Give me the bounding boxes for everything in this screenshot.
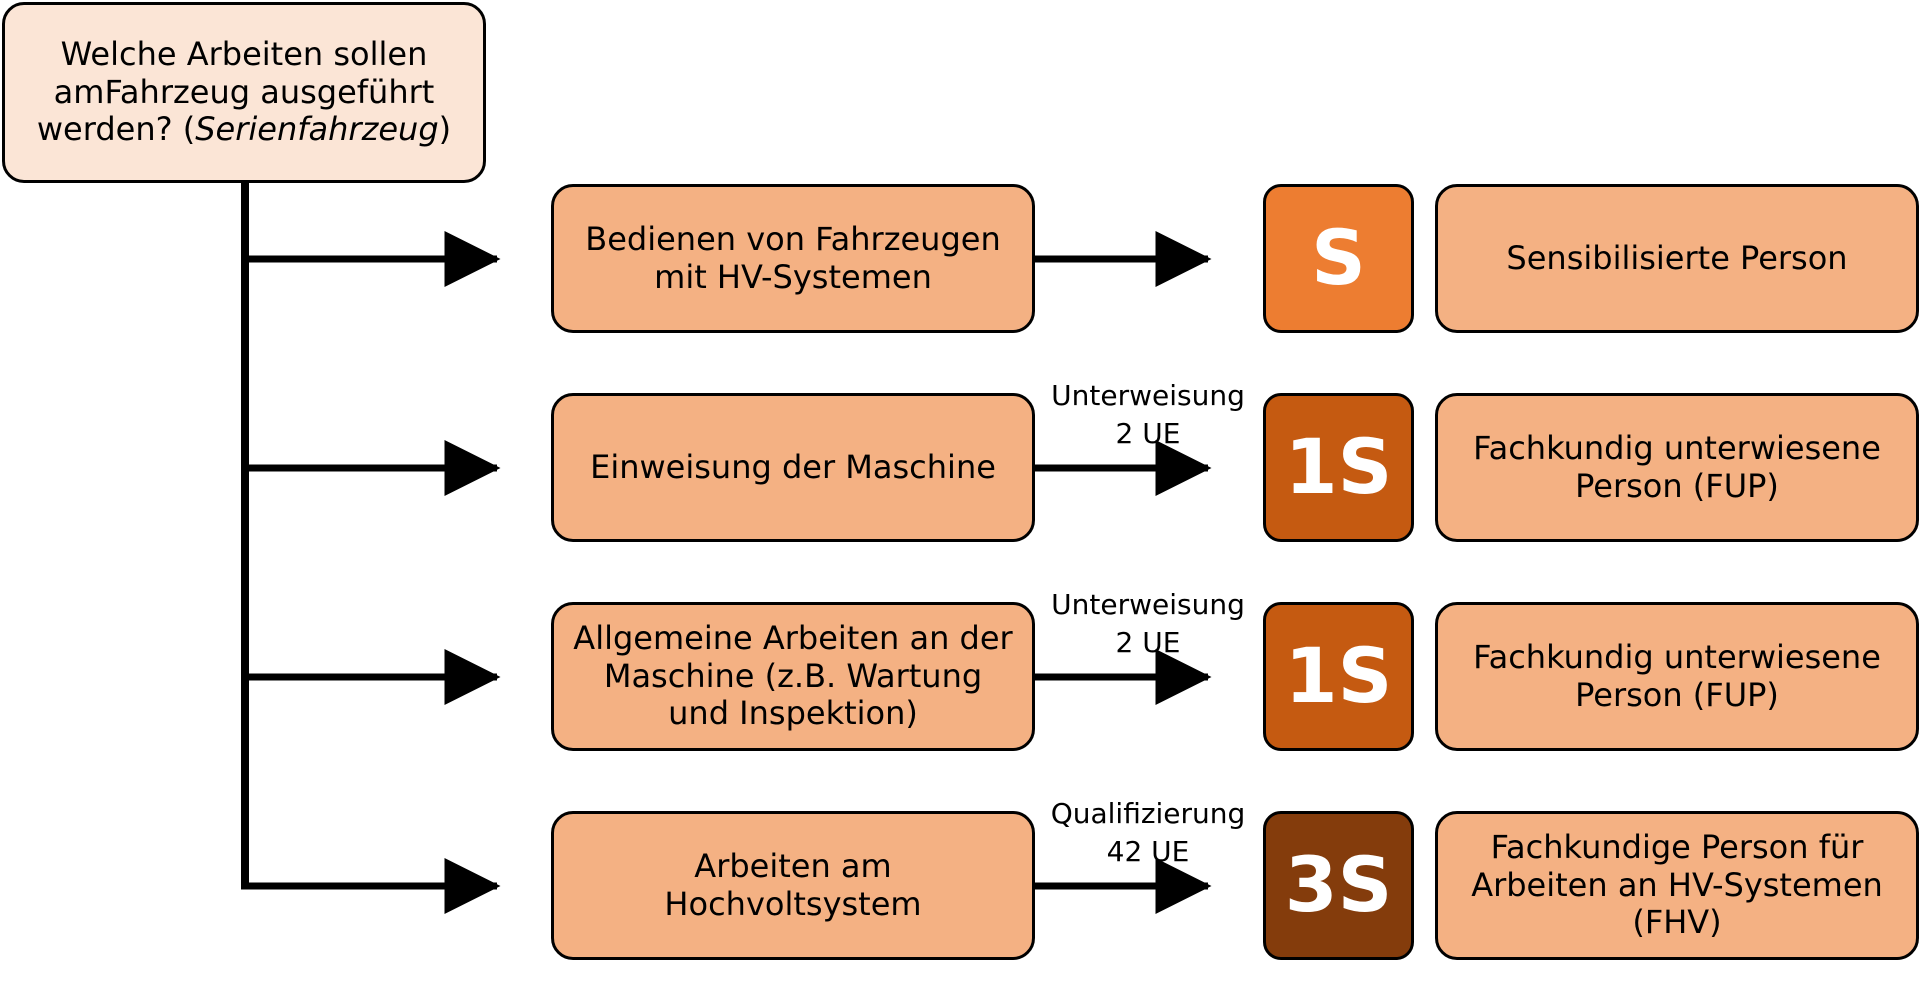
arrow-label-2: Unterweisung 2 UE (1051, 379, 1245, 450)
root-line-3: werden? (Serienfahrzeug) (5, 110, 483, 149)
task-box-4: Arbeiten am Hochvoltsystem (551, 811, 1035, 960)
level-text-2: 1S (1284, 422, 1393, 512)
arrow-label-3: Unterweisung 2 UE (1051, 588, 1245, 659)
root-question-text: Welche Arbeiten sollen amFahrzeug ausgef… (5, 36, 483, 148)
level-badge-2: 1S (1263, 393, 1414, 542)
task-box-3: Allgemeine Arbeiten an der Maschine (z.B… (551, 602, 1035, 751)
level-badge-3: 1S (1263, 602, 1414, 751)
task-text-1: Bedienen von Fahrzeugen mit HV-Systemen (585, 220, 1001, 296)
task-text-2: Einweisung der Maschine (590, 447, 996, 486)
role-box-1: Sensibilisierte Person (1435, 184, 1919, 333)
role-box-4: Fachkundige Person für Arbeiten an HV-Sy… (1435, 811, 1919, 960)
level-text-1: S (1311, 213, 1366, 303)
root-line-3-plain: werden? ( (36, 110, 196, 149)
role-text-1: Sensibilisierte Person (1506, 238, 1848, 277)
task-box-2: Einweisung der Maschine (551, 393, 1035, 542)
arrow-label-4: Qualifizierung 42 UE (1050, 797, 1246, 868)
root-line-3-italic: Serienfahrzeug (195, 110, 439, 149)
root-line-3-end: ) (438, 110, 452, 149)
root-question-box: Welche Arbeiten sollen amFahrzeug ausgef… (2, 2, 486, 183)
role-box-3: Fachkundig unterwiesene Person (FUP) (1435, 602, 1919, 751)
level-badge-4: 3S (1263, 811, 1414, 960)
role-text-4: Fachkundige Person für Arbeiten an HV-Sy… (1471, 828, 1883, 942)
root-line-1: Welche Arbeiten sollen am (53, 35, 428, 111)
role-text-2: Fachkundig unterwiesene Person (FUP) (1473, 429, 1881, 505)
task-text-4: Arbeiten am Hochvoltsystem (664, 847, 922, 923)
level-text-4: 3S (1284, 840, 1393, 930)
level-badge-1: S (1263, 184, 1414, 333)
task-box-1: Bedienen von Fahrzeugen mit HV-Systemen (551, 184, 1035, 333)
root-line-2: Fahrzeug ausgeführt (104, 72, 435, 111)
level-text-3: 1S (1284, 631, 1393, 721)
task-text-3: Allgemeine Arbeiten an der Maschine (z.B… (573, 619, 1013, 733)
role-text-3: Fachkundig unterwiesene Person (FUP) (1473, 638, 1881, 714)
role-box-2: Fachkundig unterwiesene Person (FUP) (1435, 393, 1919, 542)
